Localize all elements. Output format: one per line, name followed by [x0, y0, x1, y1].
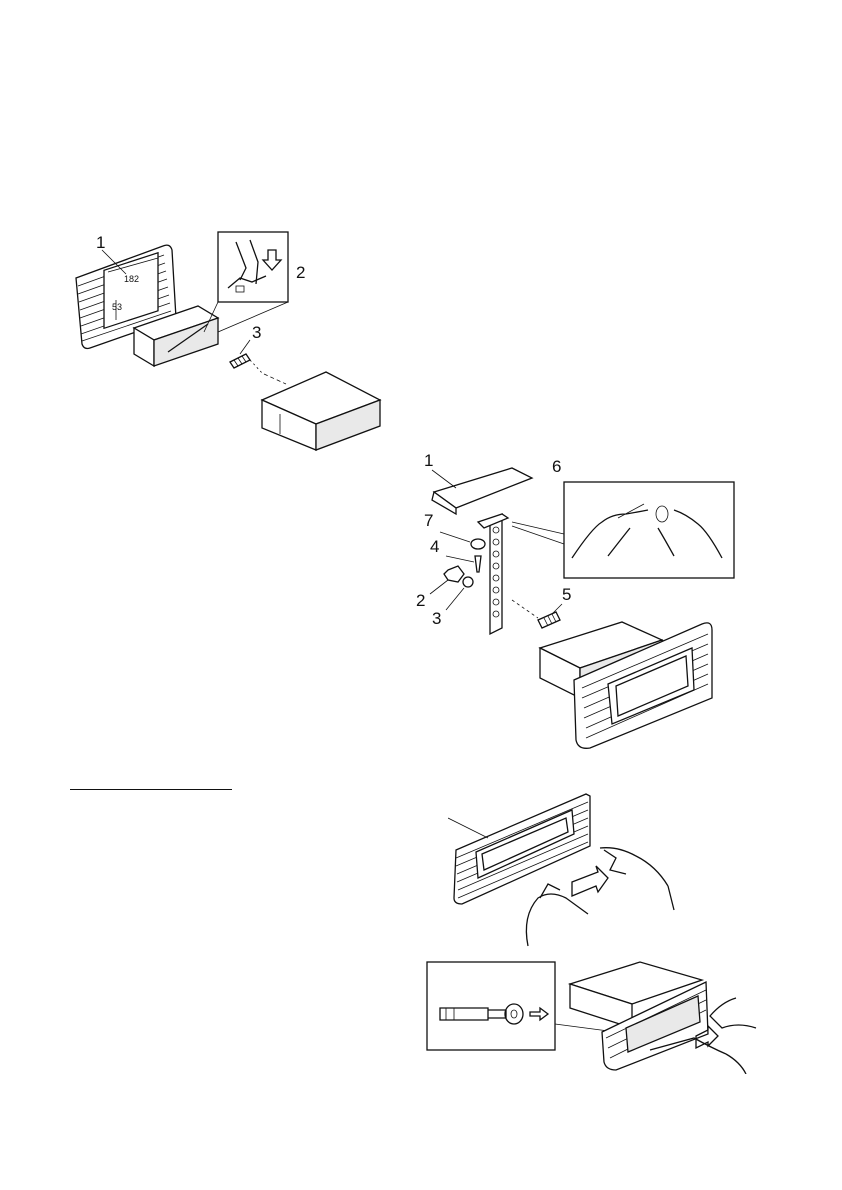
- dimension-width: 182: [124, 274, 139, 284]
- nut: [444, 566, 464, 582]
- screw: [475, 556, 481, 572]
- figure-installation: 182 53: [68, 228, 386, 453]
- callout-1: 1: [424, 451, 433, 470]
- leader-line: [432, 470, 456, 488]
- callout-5: 5: [562, 585, 571, 604]
- leader-line: [552, 604, 562, 614]
- heading-underline: [70, 789, 232, 790]
- callout-3: 3: [432, 609, 441, 628]
- guide-line: [264, 374, 286, 384]
- radio-in-dashboard: [540, 622, 712, 748]
- lock-washer: [463, 577, 473, 587]
- arrow-icon: [572, 866, 608, 896]
- leader-line: [446, 556, 474, 562]
- figure-removing-frame: [448, 786, 756, 948]
- radio-unit: [262, 372, 380, 450]
- leader-line: [430, 580, 448, 594]
- callout-3: 3: [252, 323, 261, 342]
- radio-pulled-out: [570, 962, 708, 1070]
- figure-bracket-mounting: 1 6 7 4 2 3 5: [412, 448, 736, 750]
- dimension-height: 53: [112, 302, 122, 312]
- leader-line: [240, 340, 250, 354]
- cover-plate: [432, 468, 532, 514]
- callout-4: 4: [430, 537, 439, 556]
- figure-removing-frame-drawing: [448, 786, 756, 948]
- callout-6: 6: [552, 457, 561, 476]
- washer: [471, 539, 485, 549]
- callout-1: 1: [96, 233, 105, 252]
- figure-bracket-drawing: 1 6 7 4 2 3 5: [412, 448, 736, 750]
- leader-line: [446, 588, 464, 610]
- leader-line: [448, 818, 488, 838]
- trim-frame: [454, 794, 590, 904]
- figure-removing-radio: [426, 958, 758, 1074]
- figure-removing-radio-drawing: [426, 958, 758, 1074]
- callout-7: 7: [424, 511, 433, 530]
- callout-2: 2: [296, 263, 305, 282]
- bolt: [512, 600, 560, 628]
- leader-line: [440, 532, 470, 542]
- callout-2: 2: [416, 591, 425, 610]
- perforated-strap: [478, 514, 508, 634]
- inset-hands-bending: [512, 482, 734, 578]
- inset-release-key: [427, 962, 555, 1050]
- figure-installation-drawing: 182 53: [68, 228, 386, 453]
- bolt: [230, 354, 263, 374]
